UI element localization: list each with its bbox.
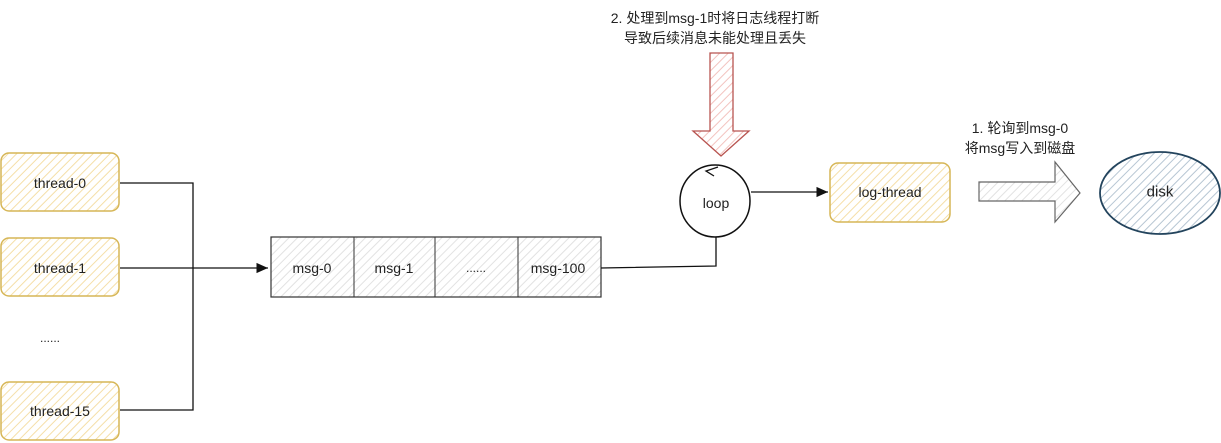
thread-ellipsis: ...... (39, 331, 61, 345)
interrupt-note-line1: 2. 处理到msg-1时将日志线程打断 (610, 10, 820, 26)
thread-box-15 (0, 381, 120, 441)
loop-label: loop (702, 195, 730, 211)
thread-0-label: thread-0 (33, 175, 87, 191)
thread-1-label: thread-1 (33, 260, 87, 276)
disk-label: disk (1146, 183, 1174, 201)
write-arrow (978, 160, 1081, 224)
thread-box-0 (0, 152, 120, 212)
interrupt-note: 2. 处理到msg-1时将日志线程打断 导致后续消息未能处理且丢失 (611, 8, 819, 48)
write-note: 1. 轮询到msg-0 将msg写入到磁盘 (965, 118, 1075, 158)
loop-circle (679, 164, 751, 238)
disk-shape (1099, 151, 1221, 235)
message-queue (270, 236, 602, 298)
interrupt-arrow (691, 52, 751, 157)
queue-to-loop-connector (600, 236, 717, 269)
log-thread-label: log-thread (858, 184, 922, 200)
queue-msg-0: msg-0 (292, 260, 332, 276)
queue-msg-100: msg-100 (530, 260, 586, 276)
queue-msg-1: msg-1 (374, 260, 414, 276)
log-thread-box (829, 162, 951, 223)
thread-15-connector (120, 268, 194, 411)
queue-ellipsis: ...... (465, 261, 487, 275)
write-note-line2: 将msg写入到磁盘 (964, 140, 1076, 156)
write-note-line1: 1. 轮询到msg-0 (971, 120, 1069, 136)
thread-15-label: thread-15 (30, 403, 90, 419)
interrupt-note-line2: 导致后续消息未能处理且丢失 (624, 30, 806, 46)
thread-0-connector (120, 182, 194, 268)
thread-box-1 (0, 237, 120, 297)
